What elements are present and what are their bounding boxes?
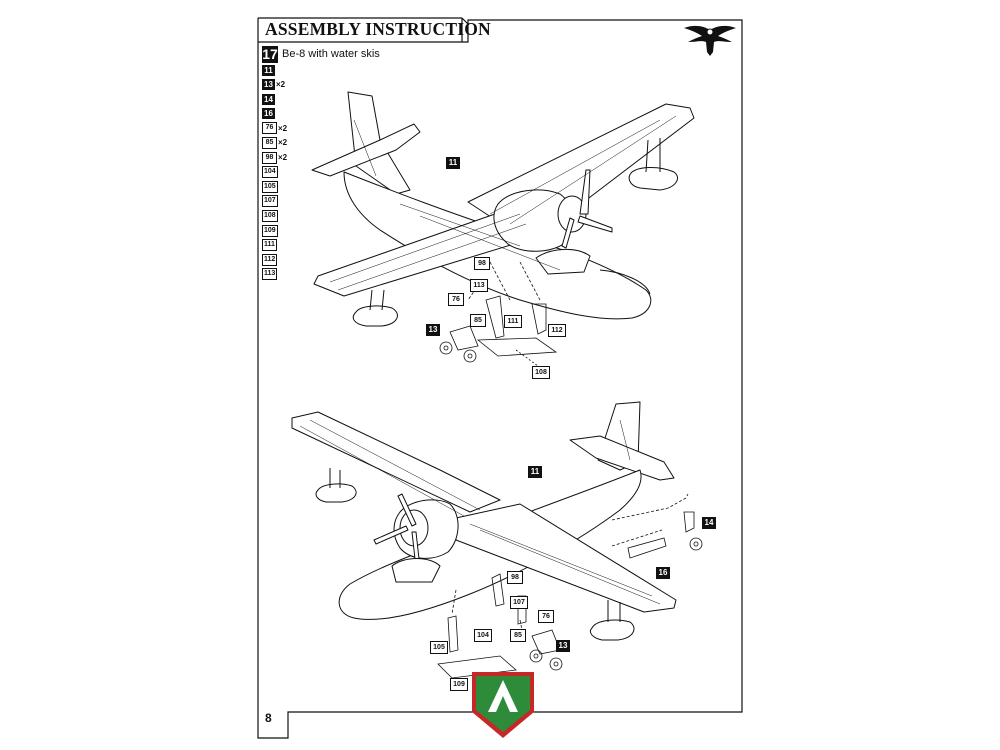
callout-part-76: 76	[538, 610, 554, 623]
callout-part-105: 105	[430, 641, 448, 654]
page-title: ASSEMBLY INSTRUCTION	[265, 19, 491, 39]
part-id: 16	[262, 108, 275, 120]
part-id: 14	[262, 93, 275, 105]
parts-list-row: 104	[262, 165, 302, 179]
parts-list-row: 107	[262, 194, 302, 208]
part-id: 13	[262, 79, 275, 91]
callout-part-11: 11	[446, 157, 460, 169]
part-id: 108	[262, 209, 278, 222]
part-id: 104	[262, 166, 278, 179]
parts-list-row: 13×2	[262, 78, 302, 92]
parts-list-row: 16	[262, 107, 302, 121]
callout-part-85: 85	[510, 629, 526, 642]
parts-list-row: 85×2	[262, 136, 302, 150]
part-id: 111	[262, 239, 277, 252]
parts-list-row: 98×2	[262, 151, 302, 165]
callout-part-13: 13	[426, 324, 440, 336]
part-qty: ×2	[276, 80, 286, 90]
part-id: 107	[262, 195, 278, 208]
part-id: 76	[262, 122, 277, 135]
parts-list-row: 14	[262, 92, 302, 106]
part-id: 105	[262, 180, 278, 193]
callout-part-107: 107	[510, 596, 528, 609]
callout-part-104: 104	[474, 629, 492, 642]
part-id: 85	[262, 136, 277, 149]
callout-part-11: 11	[528, 466, 542, 478]
parts-list: 11 13×2 14 16 76×2 85×2 98×2 104 105 107…	[262, 63, 302, 282]
step-title: Be-8 with water skis	[282, 48, 380, 60]
callout-part-16: 16	[656, 567, 670, 579]
part-id: 112	[262, 253, 278, 266]
callout-part-108: 108	[532, 366, 550, 379]
parts-list-row: 105	[262, 180, 302, 194]
part-id: 98	[262, 151, 277, 164]
parts-list-row: 11	[262, 63, 302, 77]
part-id: 11	[262, 64, 275, 76]
callout-part-76: 76	[448, 293, 464, 306]
callout-part-109: 109	[450, 678, 468, 691]
parts-list-row: 111	[262, 238, 302, 252]
callout-part-98: 98	[474, 257, 490, 270]
callout-part-112: 112	[548, 324, 566, 337]
callout-part-13: 13	[556, 640, 570, 652]
part-qty: ×2	[278, 123, 288, 133]
callout-part-14: 14	[702, 517, 716, 529]
part-qty: ×2	[278, 153, 288, 163]
parts-list-row: 109	[262, 224, 302, 238]
callout-part-85: 85	[470, 314, 486, 327]
page-number: 8	[265, 711, 272, 725]
parts-list-row: 76×2	[262, 121, 302, 135]
parts-list-row: 108	[262, 209, 302, 223]
parts-list-row: 112	[262, 253, 302, 267]
parts-list-row: 113	[262, 267, 302, 281]
callout-part-111: 111	[504, 315, 522, 328]
part-qty: ×2	[278, 138, 288, 148]
part-id: 113	[262, 268, 278, 281]
callout-part-98: 98	[507, 571, 523, 584]
step-number: 17	[262, 46, 278, 63]
part-id: 109	[262, 224, 278, 237]
callout-part-113: 113	[470, 279, 488, 292]
